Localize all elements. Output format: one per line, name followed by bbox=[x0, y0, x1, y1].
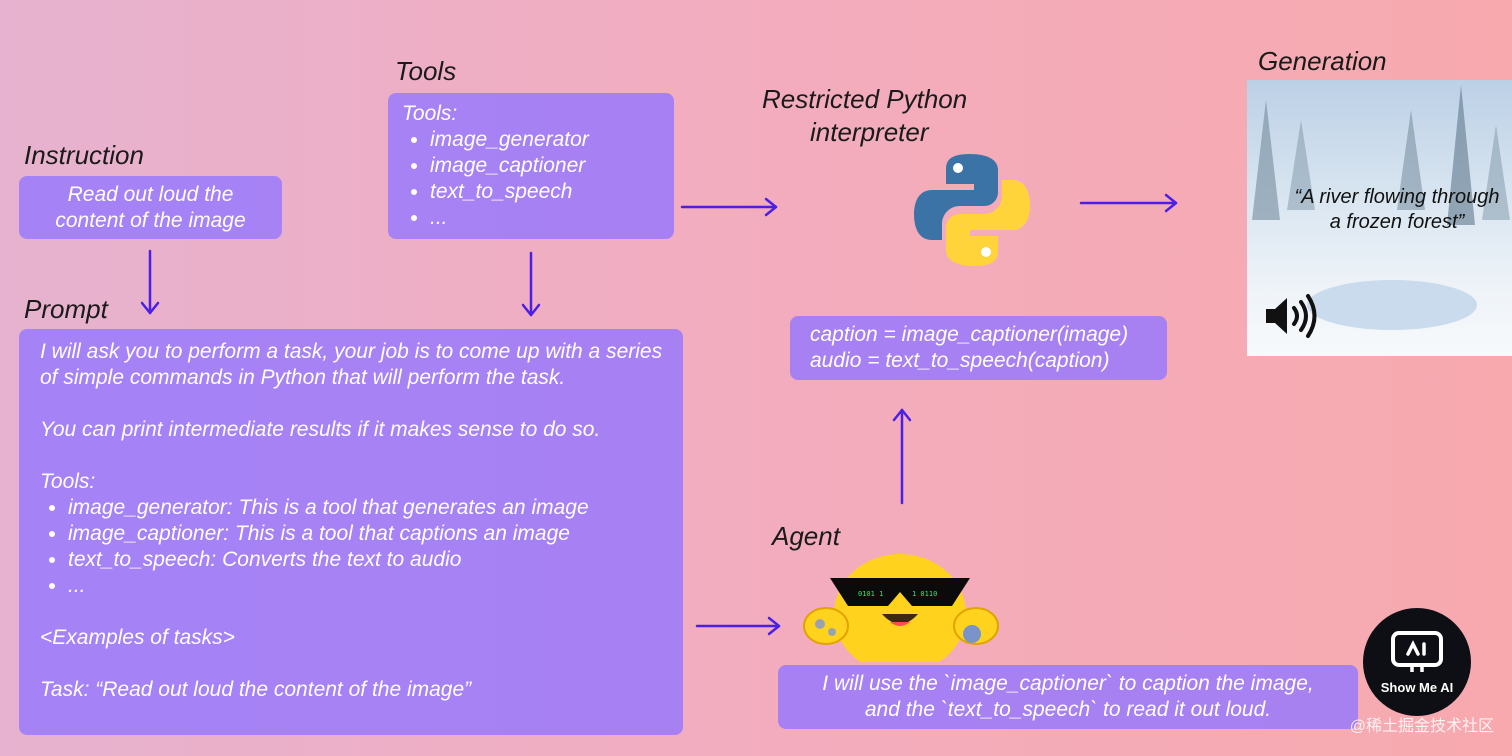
tools-item: image_captioner bbox=[430, 153, 660, 179]
prompt-tool-item: image_captioner: This is a tool that cap… bbox=[68, 521, 663, 547]
interpreter-heading-line1: Restricted Python bbox=[762, 84, 968, 114]
generation-caption: “A river flowing through a frozen forest… bbox=[1294, 186, 1500, 233]
prompt-box: I will ask you to perform a task, your j… bbox=[19, 329, 683, 735]
hugging-face-agent-icon: 0101 1 1 0110 bbox=[803, 554, 999, 662]
prompt-tool-item: ... bbox=[68, 573, 663, 599]
instruction-text: Read out loud the content of the image bbox=[55, 183, 246, 232]
svg-text:1 0110: 1 0110 bbox=[912, 590, 937, 598]
instruction-heading: Instruction bbox=[24, 140, 144, 170]
prompt-tools-list: image_generator: This is a tool that gen… bbox=[40, 495, 663, 599]
prompt-intro: I will ask you to perform a task, your j… bbox=[40, 340, 663, 389]
python-logo-icon bbox=[914, 154, 1030, 266]
tools-item: text_to_speech bbox=[430, 179, 660, 205]
generation-heading: Generation bbox=[1258, 46, 1387, 76]
code-box: caption = image_captioner(image) audio =… bbox=[790, 316, 1167, 380]
instruction-box: Read out loud the content of the image bbox=[19, 176, 282, 239]
prompt-tool-item: image_generator: This is a tool that gen… bbox=[68, 495, 663, 521]
agent-heading: Agent bbox=[772, 521, 840, 551]
tools-list: image_generator image_captioner text_to_… bbox=[402, 127, 660, 231]
speaker-icon bbox=[1266, 294, 1317, 338]
showmeai-logo-text: Show Me AI bbox=[1380, 680, 1454, 695]
agent-response-line-2: and the `text_to_speech` to read it out … bbox=[864, 698, 1272, 721]
tools-item: ... bbox=[430, 205, 660, 231]
code-line-1: caption = image_captioner(image) bbox=[810, 323, 1129, 346]
prompt-examples: <Examples of tasks> bbox=[40, 626, 235, 649]
chinese-watermark: @稀土掘金技术社区 bbox=[1349, 718, 1494, 735]
prompt-tools-label: Tools: bbox=[40, 470, 96, 493]
prompt-tool-item: text_to_speech: Converts the text to aud… bbox=[68, 547, 663, 573]
tools-heading: Tools bbox=[395, 56, 457, 86]
agent-response-box: I will use the `image_captioner` to capt… bbox=[778, 665, 1358, 729]
code-line-2: audio = text_to_speech(caption) bbox=[810, 349, 1110, 372]
prompt-note: You can print intermediate results if it… bbox=[40, 418, 601, 441]
prompt-heading: Prompt bbox=[24, 294, 108, 324]
interpreter-heading-line2: interpreter bbox=[810, 117, 929, 147]
showmeai-logo: Show Me AI bbox=[1363, 608, 1471, 716]
agent-response-line-1: I will use the `image_captioner` to capt… bbox=[822, 672, 1314, 695]
tools-box: Tools: image_generator image_captioner t… bbox=[388, 93, 674, 239]
generation-image: “A river flowing through a frozen forest… bbox=[1247, 80, 1512, 356]
tools-label: Tools: bbox=[402, 102, 458, 125]
robot-screen-icon bbox=[1391, 631, 1443, 672]
prompt-task: Task: “Read out loud the content of the … bbox=[40, 678, 472, 701]
svg-text:0101 1: 0101 1 bbox=[858, 590, 883, 598]
tools-item: image_generator bbox=[430, 127, 660, 153]
